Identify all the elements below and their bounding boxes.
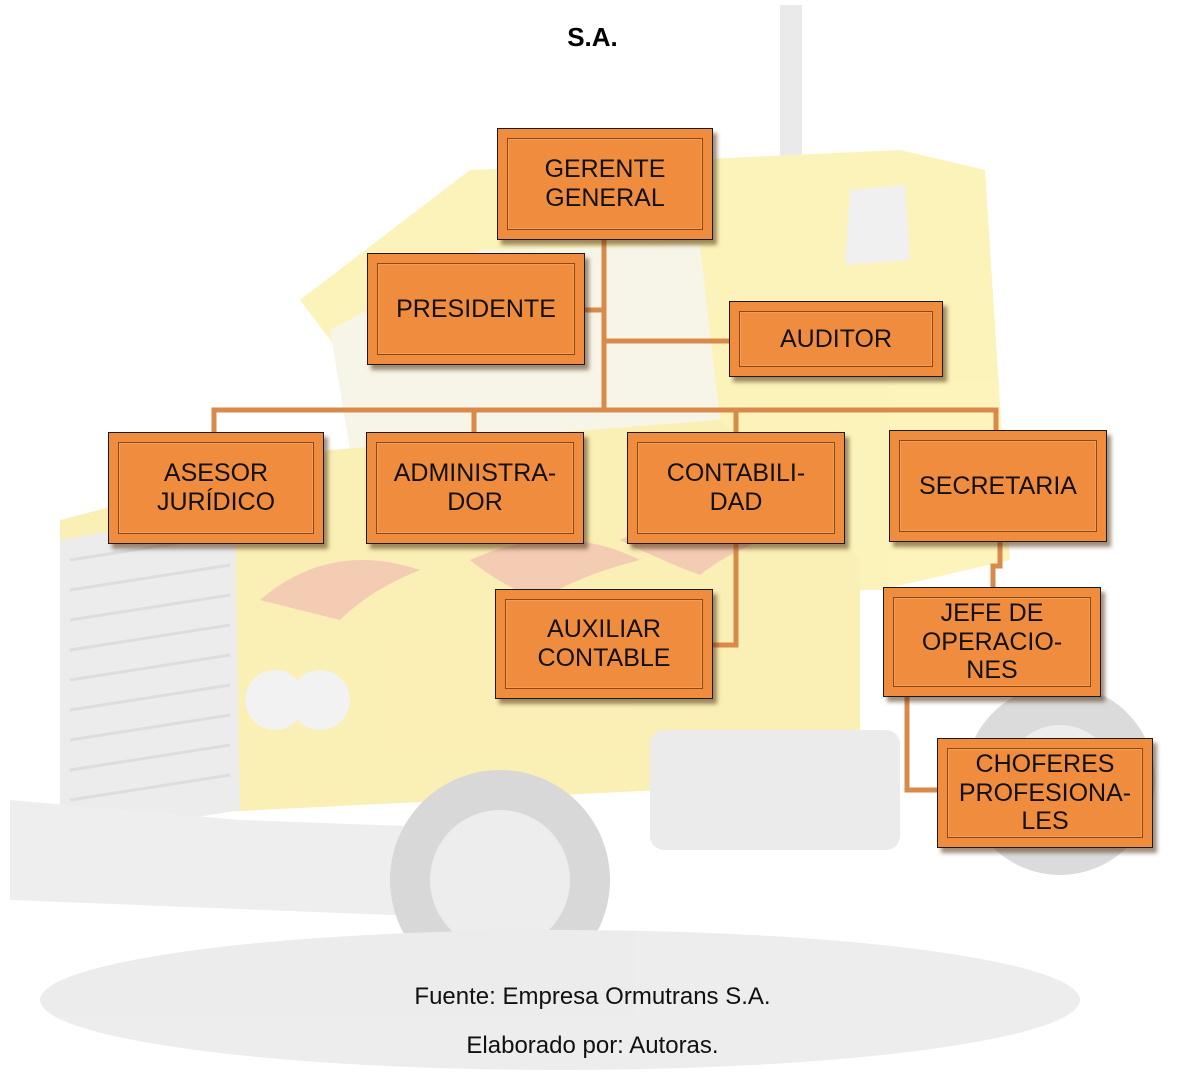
node-contabilidad: CONTABILI- DAD bbox=[627, 432, 845, 544]
node-gerente-general-label: GERENTE GENERAL bbox=[544, 155, 666, 212]
node-asesor-juridico: ASESOR JURÍDICO bbox=[108, 432, 324, 544]
author-caption: Elaborado por: Autoras. bbox=[466, 1032, 719, 1059]
node-administrador-label: ADMINISTRA- DOR bbox=[393, 459, 557, 516]
node-jefe-operaciones: JEFE DE OPERACIO- NES bbox=[883, 587, 1101, 697]
node-asesor-juridico-label: ASESOR JURÍDICO bbox=[156, 459, 276, 516]
node-administrador: ADMINISTRA- DOR bbox=[366, 432, 584, 544]
connector-jefe bbox=[990, 538, 1003, 591]
chart-title: S.A. bbox=[567, 22, 618, 52]
node-choferes-profesionales: CHOFERES PROFESIONA- LES bbox=[937, 738, 1153, 848]
node-contabilidad-label: CONTABILI- DAD bbox=[666, 459, 806, 516]
node-presidente: PRESIDENTE bbox=[367, 253, 585, 365]
node-secretaria-label: SECRETARIA bbox=[919, 471, 1077, 500]
source-caption: Fuente: Empresa Ormutrans S.A. bbox=[414, 983, 771, 1010]
node-auxiliar-contable-label: AUXILIAR CONTABLE bbox=[537, 615, 671, 672]
connector-choferes bbox=[904, 693, 941, 793]
node-auditor: AUDITOR bbox=[729, 301, 943, 377]
node-presidente-label: PRESIDENTE bbox=[396, 294, 556, 323]
node-auditor-label: AUDITOR bbox=[779, 324, 893, 353]
node-choferes-profesionales-label: CHOFERES PROFESIONA- LES bbox=[958, 749, 1132, 836]
node-auxiliar-contable: AUXILIAR CONTABLE bbox=[495, 589, 713, 699]
node-secretaria: SECRETARIA bbox=[889, 430, 1107, 542]
node-gerente-general: GERENTE GENERAL bbox=[497, 128, 713, 240]
connector-auxiliar bbox=[710, 539, 739, 648]
node-jefe-operaciones-label: JEFE DE OPERACIO- NES bbox=[921, 598, 1063, 685]
